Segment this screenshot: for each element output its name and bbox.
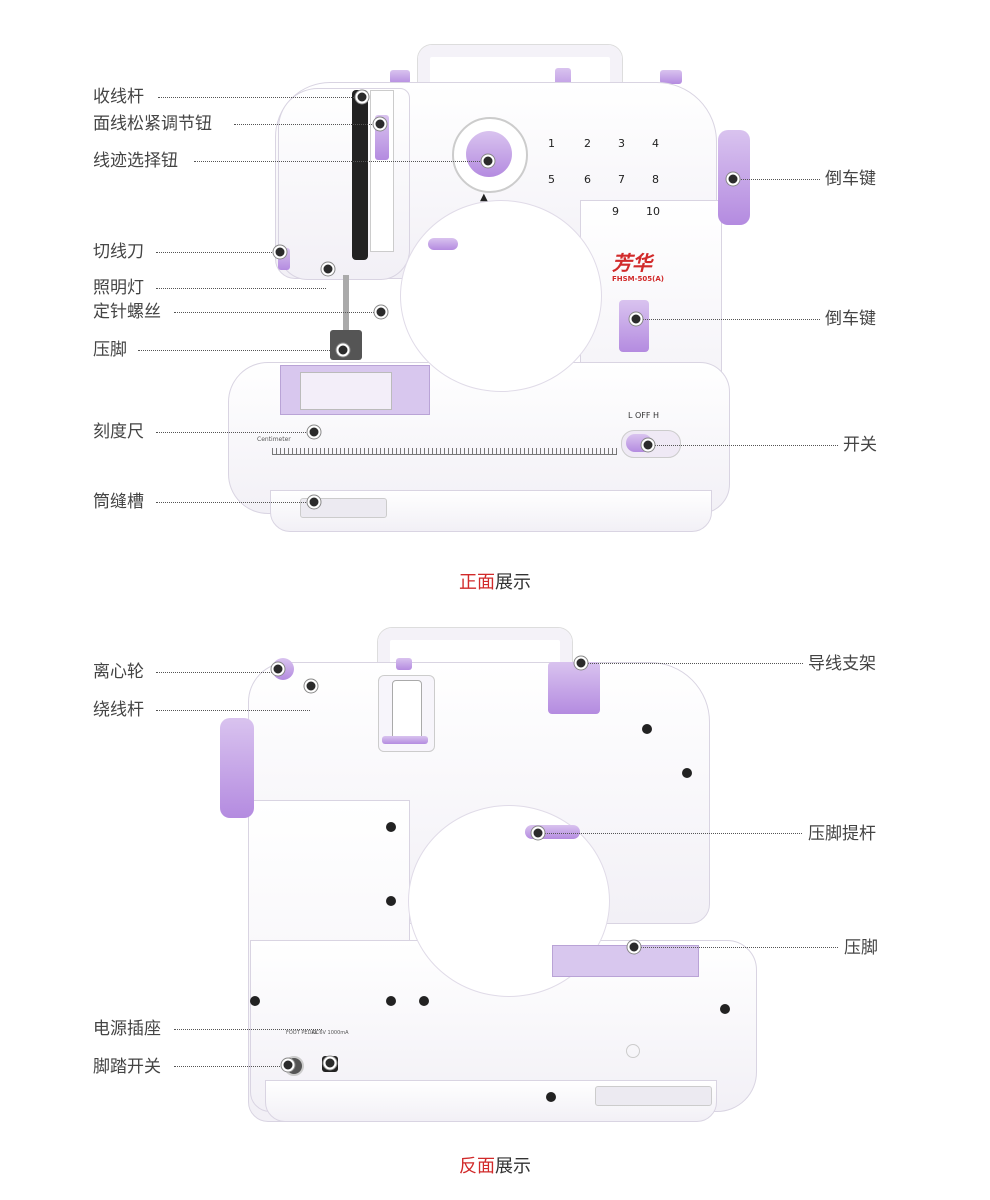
port-label-power: DC6V 1000mA bbox=[312, 1030, 349, 1036]
label-foot-pedal-switch: 脚踏开关 bbox=[93, 1057, 161, 1077]
label-reverse-key-2: 倒车键 bbox=[825, 309, 876, 329]
label-take-up-lever: 收线杆 bbox=[93, 87, 144, 107]
label-thread-guide-bracket: 导线支架 bbox=[808, 654, 876, 674]
label-bobbin-winder: 离心轮 bbox=[93, 662, 144, 682]
label-thread-cutter: 切线刀 bbox=[93, 242, 144, 262]
label-tension-knob: 面线松紧调节钮 bbox=[93, 114, 212, 134]
back-caption: 反面展示 bbox=[459, 1156, 531, 1177]
label-presser-foot-back: 压脚 bbox=[844, 938, 878, 958]
marker-reverse-key-2 bbox=[629, 312, 643, 326]
label-stitch-selector: 线迹选择钮 bbox=[93, 151, 178, 171]
marker-foot-pedal-switch bbox=[281, 1058, 295, 1072]
switch-marking: L OFF H bbox=[628, 411, 660, 420]
label-reverse-key-1: 倒车键 bbox=[825, 169, 876, 189]
label-power-switch: 开关 bbox=[843, 435, 877, 455]
marker-thread-guide-bracket bbox=[574, 656, 588, 670]
ruler-label: Centimeter bbox=[257, 436, 291, 443]
marker-free-arm-slot bbox=[307, 495, 321, 509]
front-view-panel: ▲ L OFF H 芳华 FHSM-505(A) 1 2 3 4 5 6 bbox=[93, 45, 877, 593]
marker-presser-foot-back bbox=[627, 940, 641, 954]
marker-tension-knob bbox=[373, 117, 387, 131]
label-winder-spindle: 绕线杆 bbox=[93, 700, 144, 720]
marker-power-socket bbox=[323, 1056, 337, 1070]
marker-presser-foot bbox=[336, 343, 350, 357]
label-needle-screw: 定针螺丝 bbox=[93, 302, 161, 322]
port-label-pedal: FOOT PEDAL bbox=[286, 1030, 318, 1036]
marker-ruler bbox=[307, 425, 321, 439]
model-number: FHSM-505(A) bbox=[612, 275, 664, 283]
label-presser-foot-lifter: 压脚提杆 bbox=[808, 824, 876, 844]
marker-presser-foot-lifter bbox=[531, 826, 545, 840]
marker-reverse-key-1 bbox=[726, 172, 740, 186]
label-power-socket: 电源插座 bbox=[93, 1019, 161, 1039]
front-caption: 正面展示 bbox=[459, 572, 531, 593]
marker-take-up-lever bbox=[355, 90, 369, 104]
back-view-panel: FOOT PEDAL DC6V 1000mA 离心轮 绕线杆 电源插座 脚踏开关… bbox=[0, 600, 990, 1200]
label-ruler: 刻度尺 bbox=[93, 422, 144, 442]
label-presser-foot: 压脚 bbox=[93, 340, 127, 360]
label-free-arm-slot: 筒缝槽 bbox=[93, 492, 144, 512]
marker-needle-screw bbox=[374, 305, 388, 319]
marker-light bbox=[321, 262, 335, 276]
marker-power-switch bbox=[641, 438, 655, 452]
marker-stitch-selector bbox=[481, 154, 495, 168]
marker-thread-cutter bbox=[273, 245, 287, 259]
marker-bobbin-winder bbox=[271, 662, 285, 676]
label-light: 照明灯 bbox=[93, 278, 144, 298]
marker-winder-spindle bbox=[304, 679, 318, 693]
brand-logo: 芳华 bbox=[612, 251, 652, 275]
